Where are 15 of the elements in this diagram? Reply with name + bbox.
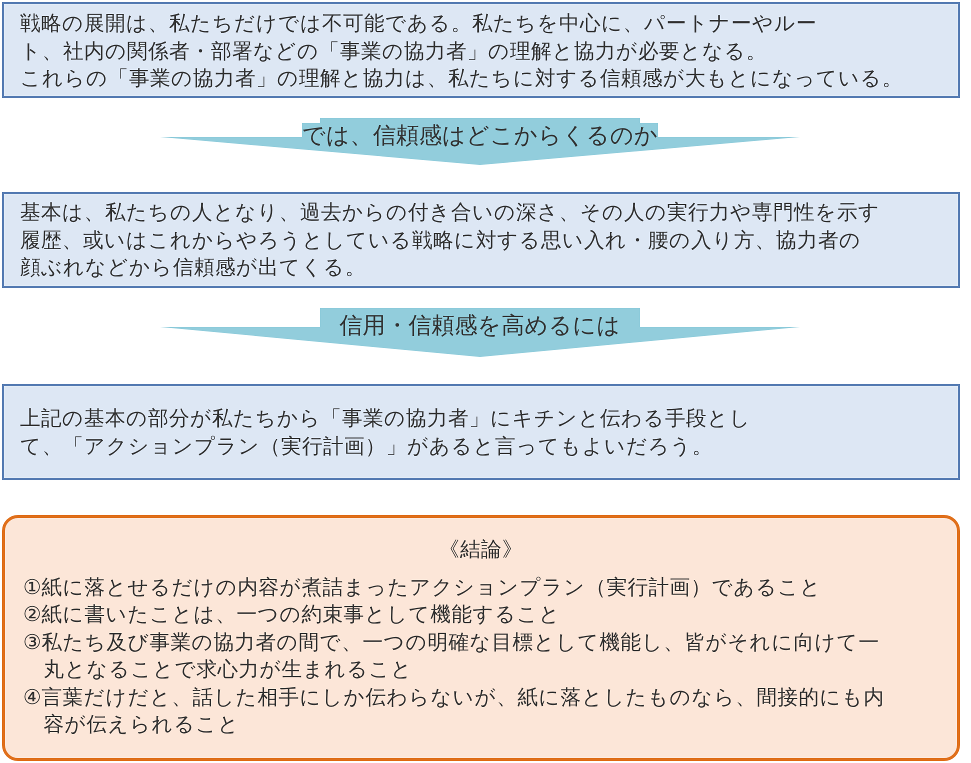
text-box xyxy=(2,192,960,288)
conclusion-panel xyxy=(2,515,960,761)
list-item: ①紙に落とせるだけの内容が煮詰まったアクションプラン（実行計画）であること xyxy=(23,574,822,600)
conclusion-heading: 《結論》 xyxy=(439,536,523,563)
paragraph: 基本は、私たちの人となり、過去からの付き合いの深さ、その人の実行力や専門性を示す履歴、或いはこれからやろうとしている戦略に対する思い入れ・腰の入り方、協力者の顔ぶれなどから信頼感が出てくる。 xyxy=(20,199,881,281)
list-item: ④言葉だけだと、話した相手にしか伝わらないが、紙に落としたものなら、間接的にも内容が伝えられること xyxy=(23,684,886,738)
edge-label: 信用・信頼感を高めるには xyxy=(340,313,620,339)
list-item: ②紙に書いたことは、一つの約束事として機能すること xyxy=(23,601,562,628)
paragraph: 戦略の展開は、私たちだけでは不可能である。私たちを中心に、パートナーやルート、社内の関係者・部署などの「事業の協力者」の理解と協力が必要となる。 xyxy=(20,10,818,64)
list-item: ③私たち及び事業の協力者の間で、一つの明確な目標として機能し、皆がそれに向けて一丸となることで求心力が生まれること xyxy=(23,628,880,683)
paragraph: これらの「事業の協力者」の理解と協力は、私たちに対する信頼感が大もとになっている。 xyxy=(20,65,904,92)
paragraph: 上記の基本の部分が私たちから「事業の協力者」にキチンと伝わる手段として、「アクションプラン（実行計画）」があると言ってもよいだろう。 xyxy=(20,405,752,460)
text-box xyxy=(2,384,960,480)
text-box xyxy=(2,2,960,98)
edge-label: では、信頼感はどこからくるのか xyxy=(302,123,658,149)
